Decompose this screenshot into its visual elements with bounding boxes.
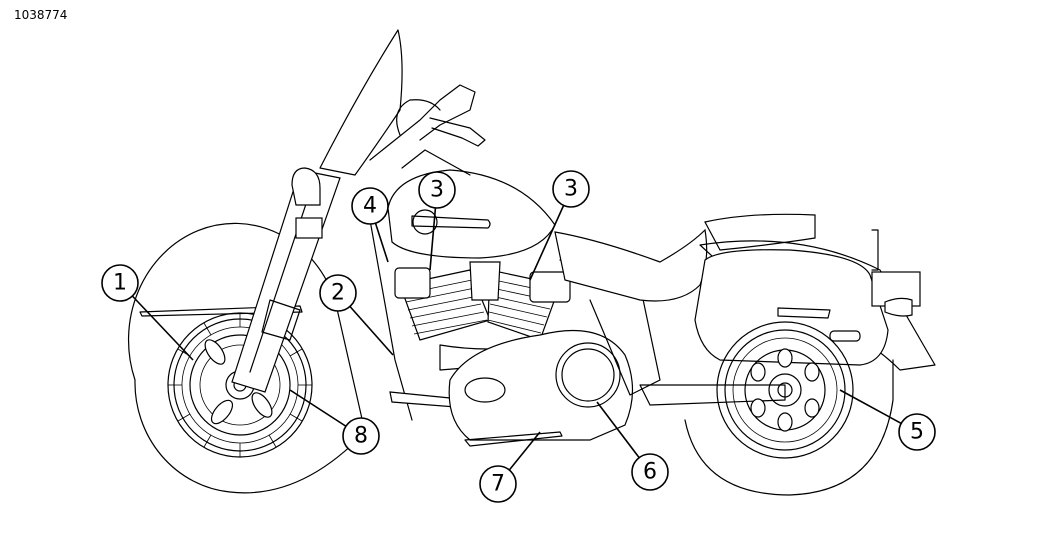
saddlebag (694, 249, 889, 366)
callout-7-circle (479, 465, 517, 503)
swingarm (639, 384, 786, 406)
callout-1: 1 (113, 271, 127, 296)
rear-wheel (684, 321, 894, 496)
fuel-tank (387, 149, 556, 259)
figure-id: 1038774 (14, 8, 68, 22)
callout-7: 7 (491, 472, 505, 497)
callout-6-circle (631, 453, 669, 491)
callout-8: 8 (354, 424, 368, 449)
tail-light (871, 229, 921, 317)
callout-3b: 3 (564, 177, 578, 202)
callout-8-circle (342, 417, 380, 455)
callout-4: 4 (363, 194, 377, 219)
callout-6: 6 (643, 460, 657, 485)
handlebars (369, 84, 486, 161)
primary-cover (448, 329, 634, 441)
callout-5-circle (898, 413, 936, 451)
front-fender (139, 305, 303, 317)
headlight (291, 167, 323, 239)
engine (394, 261, 571, 371)
shift-lever (464, 431, 563, 447)
callout-4-circle (351, 187, 389, 225)
windshield (319, 29, 403, 176)
callout-2: 2 (331, 281, 345, 306)
callout-5: 5 (910, 420, 924, 445)
callout-2-circle (319, 274, 357, 312)
callout-3b-circle (552, 170, 590, 208)
callout-1-circle (101, 264, 139, 302)
callout-3a: 3 (430, 178, 444, 203)
callout-3a-circle (418, 171, 456, 209)
callouts: 1 2 3 3 4 5 6 7 8 (101, 170, 936, 503)
